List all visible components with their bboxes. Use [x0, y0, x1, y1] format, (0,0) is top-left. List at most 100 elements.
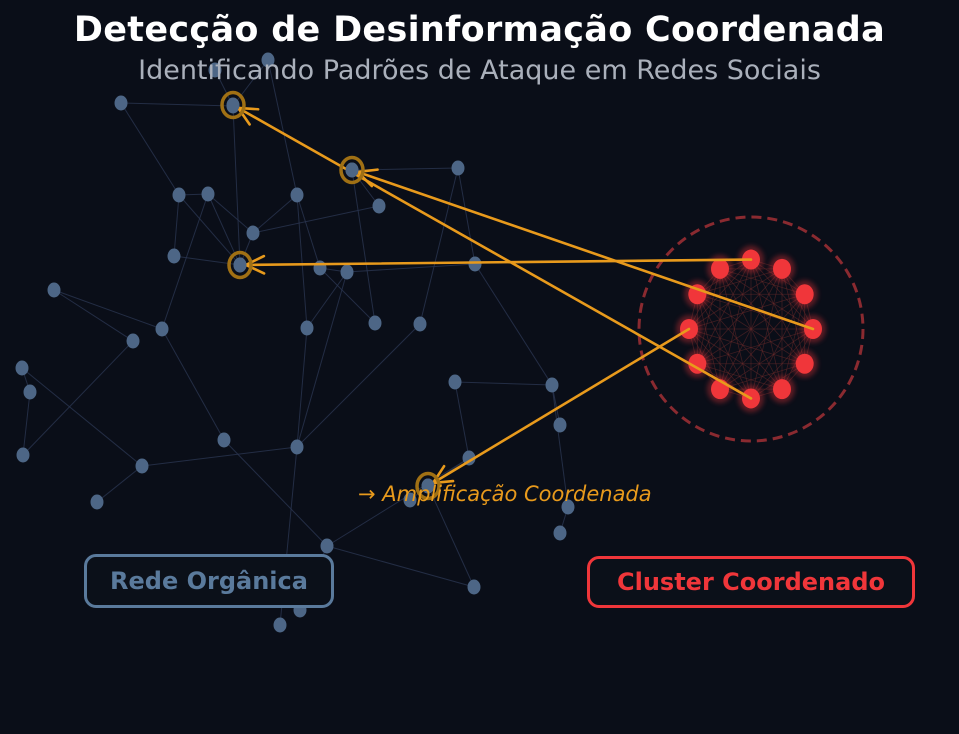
organic-edge: [22, 391, 31, 456]
cluster-edge: [719, 268, 752, 399]
page-subtitle: Identificando Padrões de Ataque em Redes…: [138, 55, 821, 86]
organic-node: [217, 432, 231, 448]
cluster-edge: [696, 294, 752, 399]
organic-node: [462, 450, 476, 466]
cluster-edge: [719, 294, 805, 390]
coordinated-cluster-label: Cluster Coordenado: [587, 556, 915, 608]
targeted-node-ring: [339, 155, 365, 185]
organic-edge: [419, 167, 459, 325]
coordinated-nodes: [676, 245, 826, 413]
organic-edge: [427, 485, 475, 588]
cluster-edge: [719, 268, 805, 364]
organic-node: [313, 260, 327, 276]
cluster-edge: [750, 268, 783, 399]
organic-node: [290, 439, 304, 455]
organic-node: [553, 417, 567, 433]
organic-node: [208, 62, 222, 78]
cluster-edge: [697, 268, 783, 364]
organic-edge: [351, 169, 376, 324]
coordinated-node: [773, 379, 791, 400]
organic-node: [273, 617, 287, 633]
cluster-edge: [697, 328, 814, 365]
cluster-edge: [719, 268, 814, 330]
organic-edge: [296, 323, 421, 448]
organic-edge: [326, 457, 470, 547]
organic-node: [155, 321, 169, 337]
organic-edge: [96, 465, 143, 503]
organic-edge: [120, 102, 234, 107]
organic-edge: [53, 289, 163, 330]
organic-edge: [454, 381, 553, 386]
organic-edge: [296, 271, 348, 448]
organic-edge: [232, 59, 269, 107]
organic-edge: [232, 105, 241, 266]
organic-node: [290, 187, 304, 203]
cluster-edge: [696, 268, 721, 364]
cluster-edge: [719, 259, 752, 390]
organic-node: [340, 264, 354, 280]
cluster-edge: [719, 268, 805, 295]
organic-edge: [173, 194, 180, 257]
organic-node: [15, 360, 29, 376]
organic-edge: [178, 194, 241, 266]
organic-edge: [252, 205, 380, 234]
organic-node: [90, 494, 104, 510]
targeted-nodes: [220, 90, 441, 501]
coordinated-node: [773, 258, 791, 279]
organic-node: [23, 384, 37, 400]
organic-edge: [457, 167, 476, 265]
organic-edge: [252, 194, 298, 234]
amplification-arrow: [356, 170, 815, 331]
organic-node: [246, 225, 260, 241]
organic-node: [172, 187, 186, 203]
cluster-edge: [696, 294, 721, 390]
targeted-node-ring: [220, 90, 246, 120]
organic-edge: [161, 193, 209, 330]
coordinated-node: [688, 353, 707, 374]
organic-node: [368, 315, 382, 331]
organic-node: [448, 374, 462, 390]
organic-node: [16, 447, 30, 463]
organic-edge: [296, 194, 308, 329]
organic-edge: [267, 59, 298, 196]
organic-edge: [346, 263, 476, 273]
cluster-edge: [688, 328, 805, 365]
organic-edge: [207, 193, 254, 234]
targeted-node-ring: [227, 250, 253, 280]
targeted-node: [226, 97, 240, 113]
organic-node: [135, 458, 149, 474]
targeted-node: [421, 478, 435, 494]
cluster-edge: [719, 268, 783, 390]
amplification-arrow: [236, 106, 753, 400]
organic-node: [261, 52, 275, 68]
organic-node: [467, 579, 481, 595]
organic-edge: [161, 328, 225, 441]
organic-edge: [141, 446, 298, 467]
organic-node: [545, 377, 559, 393]
targeted-node: [345, 162, 359, 178]
organic-node: [468, 256, 482, 272]
organic-node: [114, 95, 128, 111]
organic-edge: [21, 367, 143, 467]
organic-edge: [551, 384, 569, 508]
organic-node: [403, 492, 417, 508]
organic-edge: [319, 267, 376, 324]
cluster-edge: [750, 259, 783, 390]
organic-node: [201, 186, 215, 202]
cluster-edge: [688, 293, 805, 330]
organic-edges: [21, 59, 569, 626]
coordinated-node: [795, 284, 814, 305]
organic-edge: [296, 194, 321, 269]
organic-node: [413, 316, 427, 332]
organic-edge: [326, 545, 475, 588]
organic-edge: [306, 271, 348, 329]
organic-node: [167, 248, 181, 264]
organic-edge: [120, 102, 180, 196]
organic-node: [47, 282, 61, 298]
amplification-arrow: [244, 258, 753, 267]
amplification-label: → Amplificação Coordenada: [358, 482, 652, 506]
organic-node: [372, 198, 386, 214]
organic-edge: [296, 327, 308, 448]
organic-node: [320, 538, 334, 554]
